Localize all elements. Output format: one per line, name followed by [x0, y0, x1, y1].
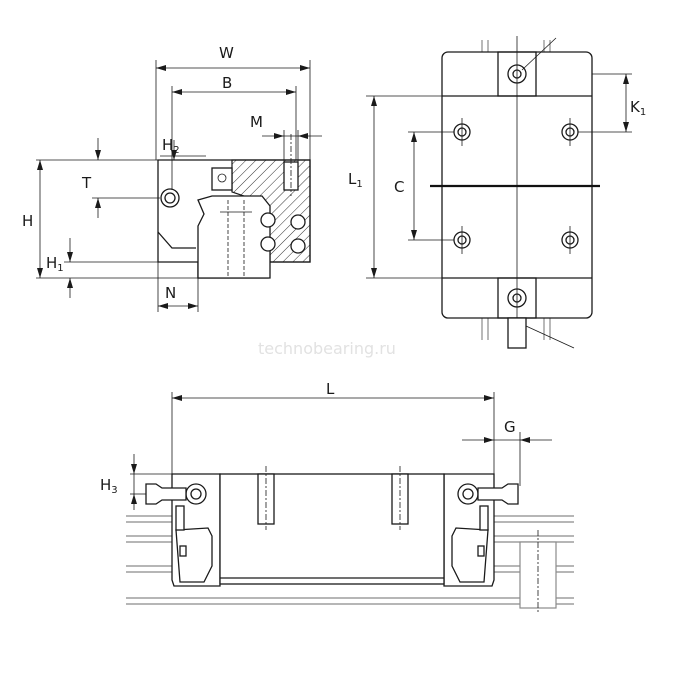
ball-4 — [290, 238, 306, 254]
nipple-side-left — [185, 483, 207, 505]
nipple-bottom — [507, 288, 527, 308]
nipple-body-right — [477, 483, 519, 505]
grease-nipple-front — [160, 188, 180, 208]
label-h3: H3 — [100, 476, 118, 496]
end-seal-rect — [211, 167, 233, 191]
label-m: M — [250, 113, 263, 131]
label-h2: H2 — [162, 136, 180, 156]
dim-m-arrow-l — [274, 133, 284, 139]
dim-h3-arrow-top — [131, 464, 137, 474]
dim-l-arrow-r — [484, 395, 494, 401]
dim-h1-arrow-top — [67, 252, 73, 262]
dim-l1-arrow-top — [371, 96, 377, 106]
rail-profile-front — [197, 195, 271, 279]
ball-1 — [260, 212, 276, 228]
label-l: L — [326, 380, 335, 398]
label-b: B — [222, 74, 232, 92]
ball-2 — [260, 236, 276, 252]
seal-clip-left — [179, 545, 187, 557]
seal-plate-right — [451, 527, 489, 583]
label-k1: K1 — [630, 98, 646, 118]
dim-h3-arrow-bot — [131, 494, 137, 504]
label-n: N — [165, 284, 176, 302]
nipple-side-left-inner — [190, 488, 202, 500]
ledge-left — [175, 505, 185, 531]
front-view: W B M H2 T H — [22, 44, 322, 312]
dim-k1-arrow-top — [623, 74, 629, 84]
top-view: L1 C K1 — [348, 36, 646, 349]
seal-clip-right — [477, 545, 485, 557]
nipple-fitting-bottom — [507, 317, 527, 349]
dim-l1-arrow-bot — [371, 268, 377, 278]
dim-t-arrow-top — [95, 150, 101, 160]
dim-c-arrow-bot — [411, 230, 417, 240]
dim-b-arrow-l — [172, 89, 182, 95]
end-cap-left — [171, 473, 221, 587]
grease-nipple-front-inner — [164, 192, 176, 204]
dim-h-arrow-top — [37, 160, 43, 170]
label-w: W — [219, 44, 234, 62]
dim-h1-arrow-bot — [67, 278, 73, 288]
dim-m-arrow-r — [298, 133, 308, 139]
dim-t-arrow-bot — [95, 198, 101, 208]
carriage-body-side — [219, 473, 445, 585]
side-view: L G H3 — [100, 380, 574, 612]
dim-g-arrow-r — [520, 437, 530, 443]
seal-plate-left — [175, 527, 213, 583]
label-g: G — [504, 418, 516, 436]
dim-h-arrow-bot — [37, 268, 43, 278]
label-l1: L1 — [348, 170, 363, 190]
dim-n-arrow-r — [188, 303, 198, 309]
nipple-side-right-inner — [462, 488, 474, 500]
dim-n-arrow-l — [158, 303, 168, 309]
ledge-right — [479, 505, 489, 531]
carriage-inner-step — [157, 231, 196, 249]
dim-k1-arrow-bot — [623, 122, 629, 132]
dim-b-arrow-r — [286, 89, 296, 95]
end-seal-dot — [217, 173, 227, 183]
nipple-body-left — [145, 483, 187, 505]
nipple-bottom-inner — [512, 293, 522, 303]
watermark-text: technobearing.ru — [258, 339, 396, 358]
dim-w-arrow-r — [300, 65, 310, 71]
nipple-top-inner — [512, 69, 522, 79]
nipple-top — [507, 64, 527, 84]
dim-c-arrow-top — [411, 132, 417, 142]
dim-g-arrow-l — [484, 437, 494, 443]
nipple-top-leader — [521, 37, 557, 71]
nipple-bottom-leader — [525, 325, 575, 349]
nipple-side-right — [457, 483, 479, 505]
label-h: H — [22, 212, 33, 230]
label-c: C — [394, 178, 404, 196]
ball-3 — [290, 214, 306, 230]
dim-w-arrow-l — [156, 65, 166, 71]
label-t: T — [81, 174, 92, 192]
dim-h2-arrow — [171, 150, 177, 160]
dim-l-arrow-l — [172, 395, 182, 401]
label-h1: H1 — [46, 254, 64, 274]
